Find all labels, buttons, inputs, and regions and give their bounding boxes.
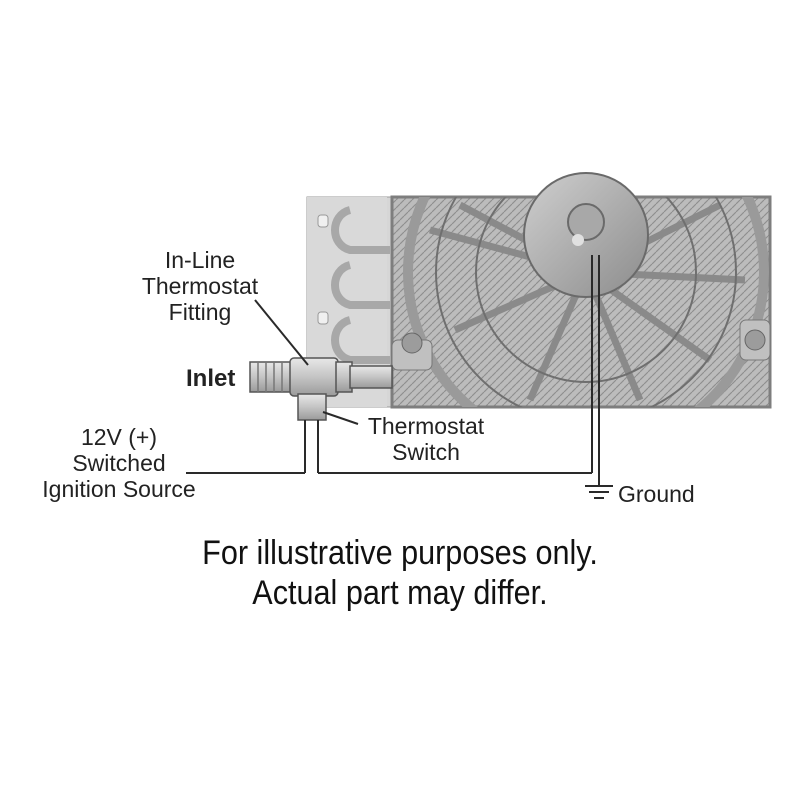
fitting-label: In-Line Thermostat Fitting: [120, 247, 280, 325]
disclaimer-caption: For illustrative purposes only. Actual p…: [40, 533, 760, 613]
source-label-line-1: 12V (+): [80, 424, 158, 450]
ground-symbol-icon: [585, 485, 613, 499]
source-label-line-2: Switched: [72, 450, 166, 476]
switch-label-line-2: Switch: [392, 439, 460, 465]
fitting-label-line-3: Fitting: [168, 299, 232, 325]
source-label: 12V (+) Switched Ignition Source: [14, 424, 224, 502]
inlet-label: Inlet: [186, 365, 236, 392]
switch-label-line-1: Thermostat: [367, 413, 485, 439]
wiring-lines: [186, 255, 600, 485]
caption-line-2: Actual part may differ.: [252, 574, 548, 612]
fitting-label-line-1: In-Line: [164, 247, 236, 273]
ground-label: Ground: [618, 481, 695, 507]
source-label-line-3: Ignition Source: [42, 476, 196, 502]
thermostat-fitting-icon: [249, 357, 393, 473]
cooling-fan-icon: [390, 172, 772, 409]
fitting-label-line-2: Thermostat: [141, 273, 259, 299]
switch-label: Thermostat Switch: [356, 413, 496, 465]
caption-line-1: For illustrative purposes only.: [202, 534, 598, 572]
